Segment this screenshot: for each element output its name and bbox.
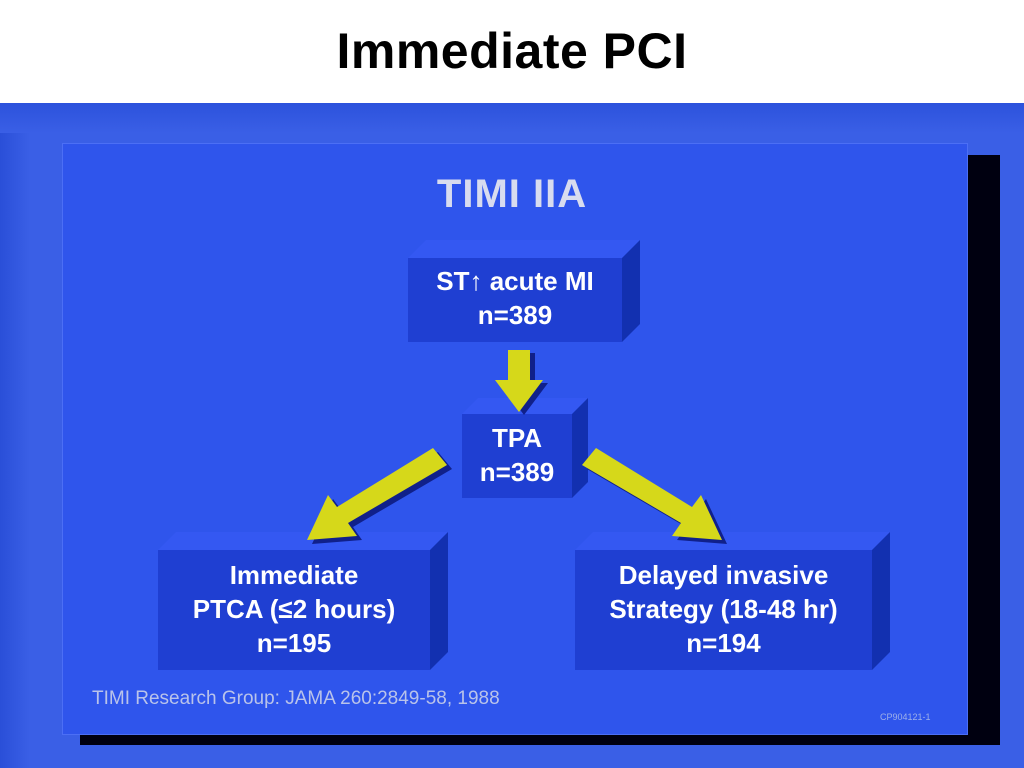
arrow-right: [582, 448, 727, 544]
node-left-line1: Immediate: [229, 560, 359, 590]
box-st-elevation-mi: [408, 240, 640, 342]
node-right-line2: Strategy (18-48 hr): [609, 594, 838, 624]
box-side-face: [622, 240, 640, 342]
box-front-face: [575, 550, 872, 670]
box-front-face: [408, 258, 622, 342]
node-left-line3: n=195: [256, 628, 332, 658]
node-middle-line2: n=389: [479, 457, 555, 487]
box-top-face: [158, 532, 448, 550]
slide-heading: TIMI IIA: [436, 172, 588, 216]
node-left-line2: PTCA (≤2 hours): [192, 594, 396, 624]
arrow-left: [307, 448, 452, 544]
box-top-face: [408, 240, 640, 258]
box-top-face: [575, 532, 890, 550]
slide-left-gradient: [0, 103, 30, 768]
box-side-face: [572, 398, 588, 498]
box-front-face: [462, 414, 572, 498]
node-top-line1: ST↑ acute MI: [436, 266, 594, 296]
page-title: Immediate PCI: [336, 23, 688, 79]
box-front-face: [158, 550, 430, 670]
citation: TIMI Research Group: JAMA 260:2849-58, 1…: [92, 688, 500, 709]
node-top-text: ST↑ acute MI n=389: [408, 264, 622, 332]
box-delayed-invasive: [575, 532, 890, 670]
node-middle-text: TPA n=389: [462, 421, 572, 489]
node-right-text: Delayed invasive Strategy (18-48 hr) n=1…: [575, 558, 872, 660]
node-middle-line1: TPA: [491, 423, 543, 453]
node-right-line1: Delayed invasive: [618, 560, 829, 590]
node-left-text: Immediate PTCA (≤2 hours) n=195: [158, 558, 430, 660]
box-side-face: [872, 532, 890, 670]
node-top-line2: n=389: [477, 300, 553, 330]
box-immediate-ptca: [158, 532, 448, 670]
slide-top-gradient: [0, 103, 1024, 133]
slide-code: CP904121-1: [880, 712, 931, 722]
node-right-line3: n=194: [686, 628, 761, 658]
box-side-face: [430, 532, 448, 670]
arrow-down: [495, 350, 548, 415]
